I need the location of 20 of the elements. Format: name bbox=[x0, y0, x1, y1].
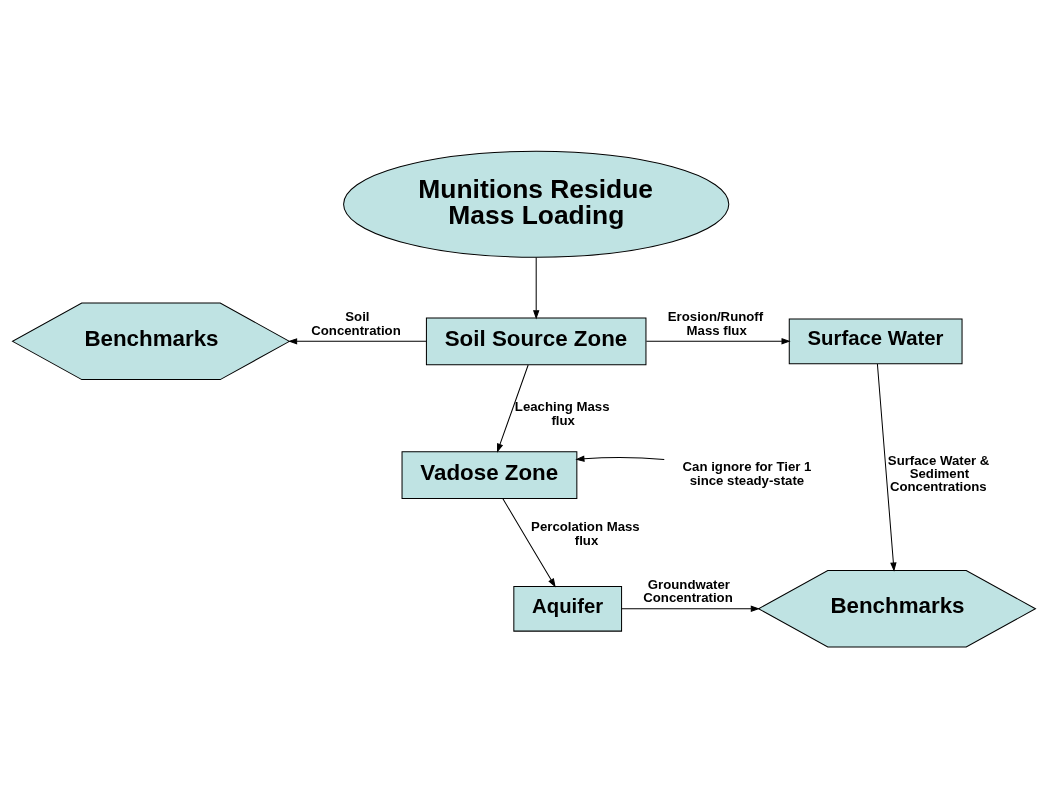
edge-label: Groundwater Concentration bbox=[643, 576, 733, 605]
arrow bbox=[876, 363, 897, 572]
arrow bbox=[287, 337, 427, 345]
node-ellipse: Munitions Residue Mass Loading bbox=[343, 150, 730, 258]
node-box: Surface Water bbox=[788, 317, 963, 364]
node-text: Can ignore for Tier 1 since steady-state bbox=[682, 458, 812, 488]
node-box: Soil Source Zone bbox=[425, 316, 647, 365]
node-box: Aquifer bbox=[513, 585, 623, 632]
arrow bbox=[621, 605, 760, 612]
edge-label: Erosion/Runoff Mass flux bbox=[667, 308, 764, 338]
edge-label: Percolation Mass flux bbox=[531, 518, 640, 548]
node-box: Vadose Zone bbox=[401, 450, 578, 499]
arrow bbox=[575, 455, 665, 462]
arrow bbox=[533, 256, 540, 319]
edge-label: Soil Concentration bbox=[311, 308, 401, 338]
arrow bbox=[502, 497, 556, 588]
arrow bbox=[645, 337, 791, 345]
edge-label: Leaching Mass flux bbox=[514, 398, 610, 428]
arrow bbox=[497, 364, 529, 453]
edge-label: Surface Water & Sediment Concentrations bbox=[887, 452, 990, 494]
